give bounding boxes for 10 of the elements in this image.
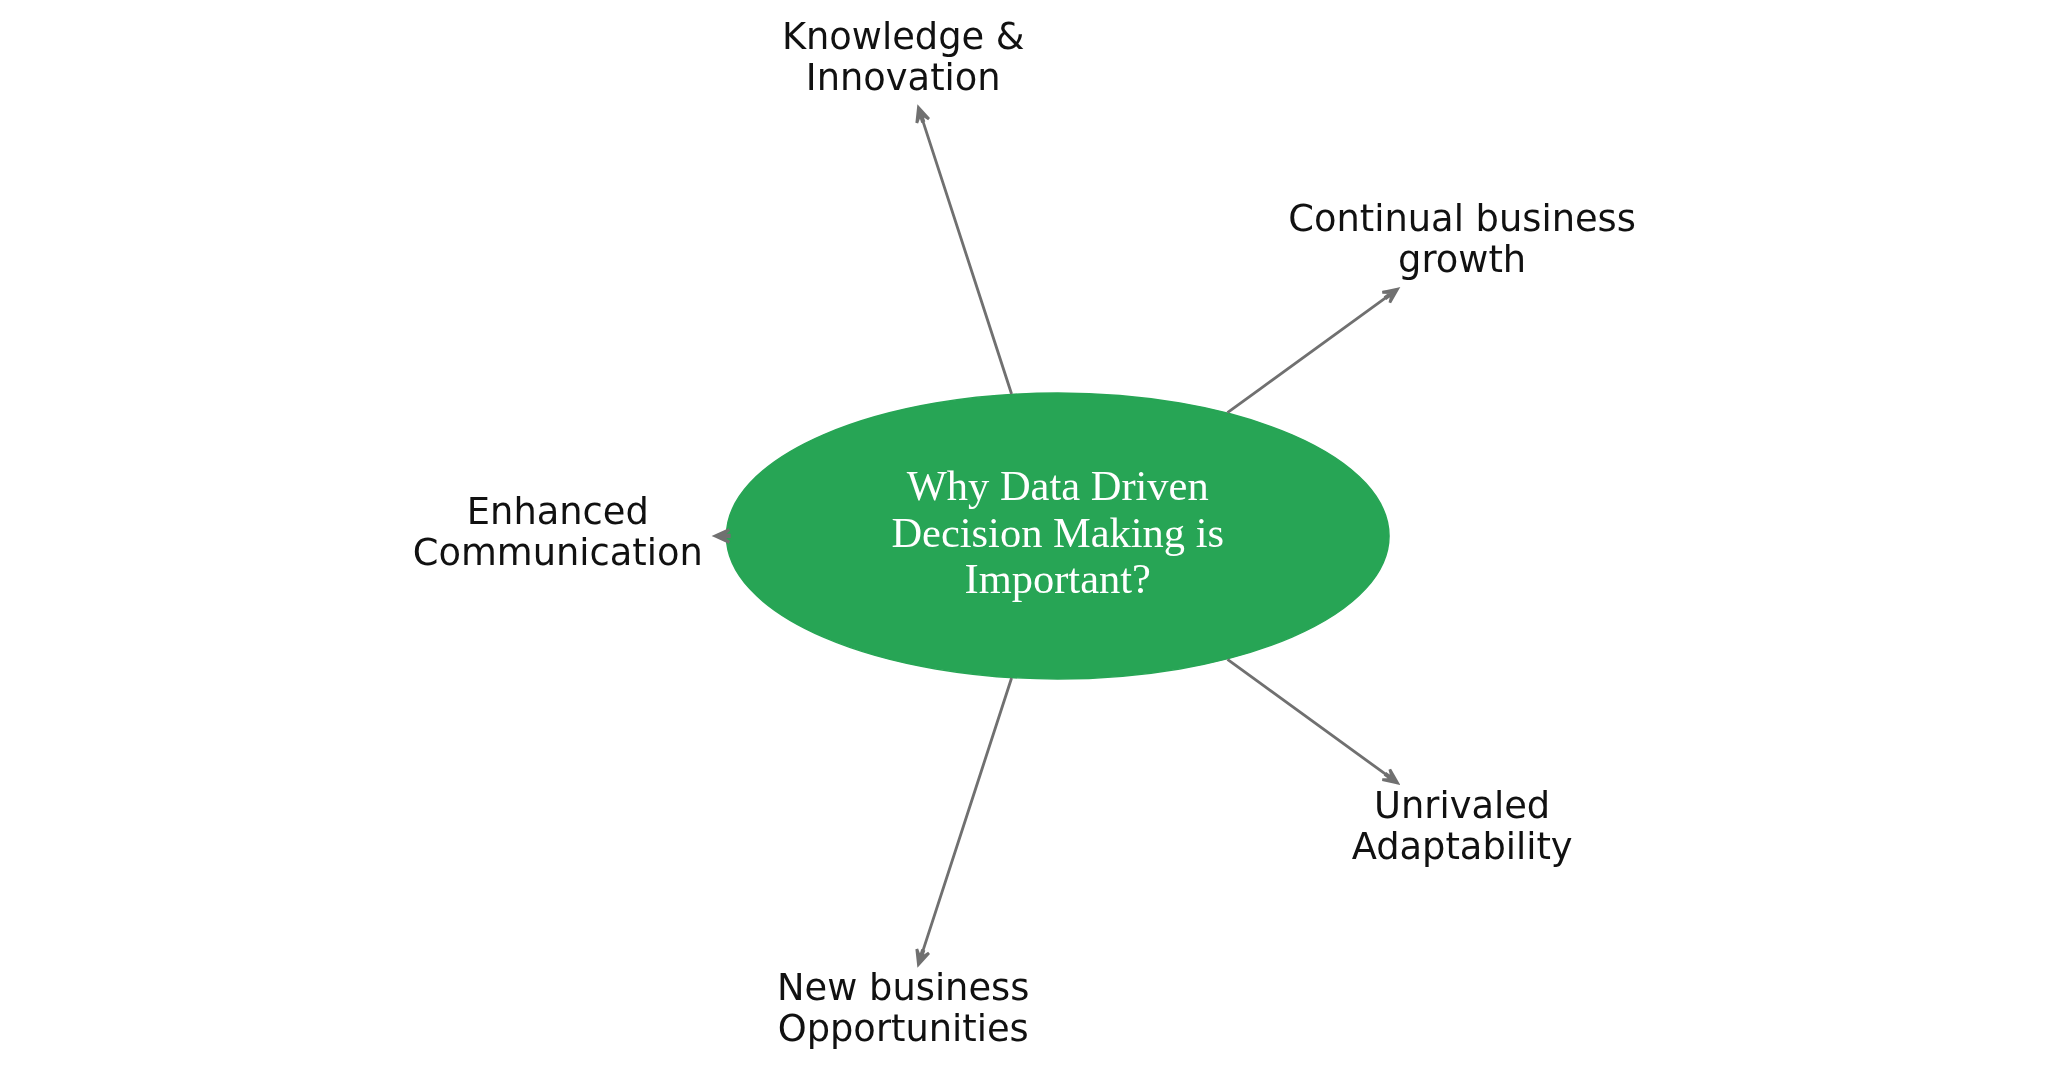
arrow: [1226, 658, 1399, 785]
arrow: [914, 677, 1013, 966]
node-text: Unrivaled Adaptability: [1351, 784, 1573, 869]
arrow: [914, 106, 1013, 395]
node-text: Enhanced Communication: [412, 490, 703, 575]
arrow: [1226, 287, 1399, 414]
node-text: Continual business growth: [1287, 196, 1636, 281]
arrow: [713, 528, 731, 544]
node-text: New business Opportunities: [776, 965, 1029, 1050]
node-text: Knowledge & Innovation: [781, 14, 1025, 100]
